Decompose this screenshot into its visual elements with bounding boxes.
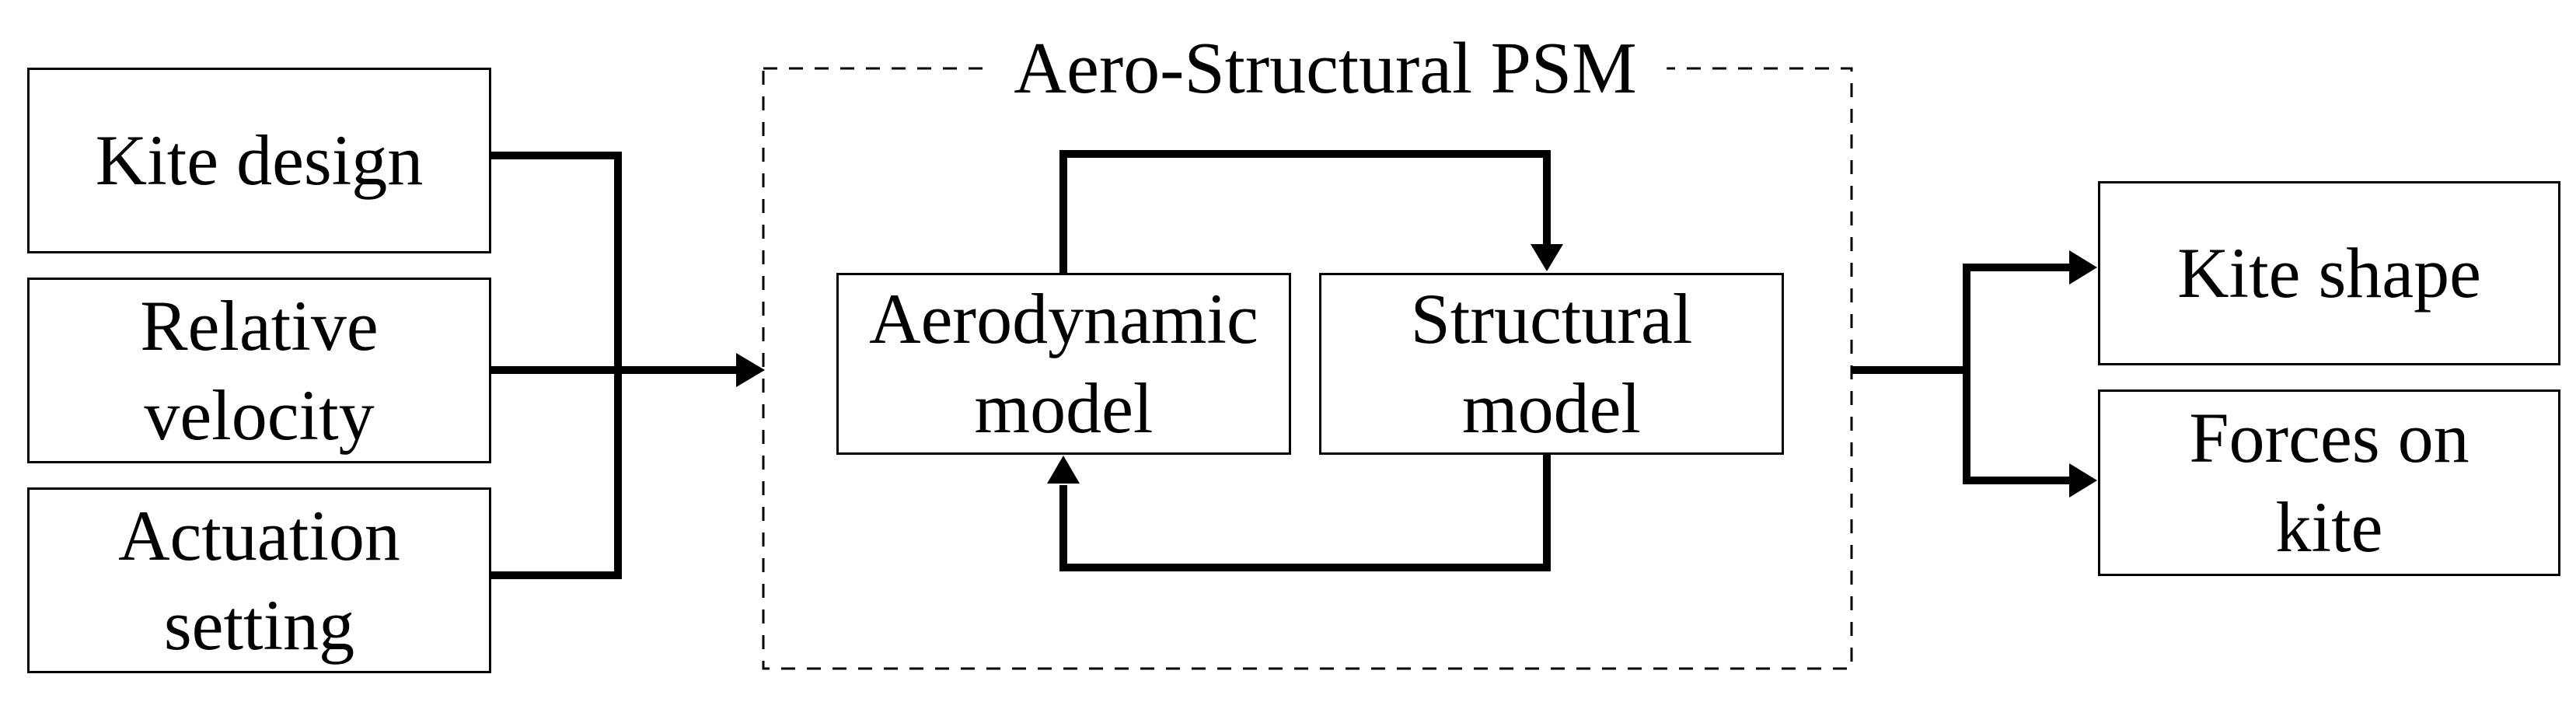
loop-bottom-arrowhead-icon <box>1047 456 1080 484</box>
input-arrowhead-icon <box>736 353 765 387</box>
psm-box-structural-model: Structural model <box>1319 273 1784 455</box>
output-box-forces-on-kite: Forces on kite <box>2098 389 2560 576</box>
input-merge-connector <box>491 152 622 579</box>
output-box-forces-on-kite-label: Forces on kite <box>2189 398 2470 567</box>
output-bottom-arrowhead-icon <box>2069 463 2097 498</box>
input-box-kite-design-label: Kite design <box>95 120 424 200</box>
psm-box-aerodynamic-model-label: Aerodynamic model <box>869 279 1258 448</box>
output-top-arrowhead-icon <box>2069 250 2097 285</box>
loop-bottom-connector <box>1059 455 1551 571</box>
output-box-kite-shape: Kite shape <box>2098 181 2560 365</box>
psm-box-aerodynamic-model: Aerodynamic model <box>836 273 1291 455</box>
input-box-actuation-setting: Actuation setting <box>27 487 491 673</box>
loop-top-arrowhead-icon <box>1531 244 1563 271</box>
input-box-actuation-setting-label: Actuation setting <box>118 495 400 665</box>
psm-title: Aero-Structural PSM <box>984 26 1667 110</box>
output-box-kite-shape-label: Kite shape <box>2177 233 2481 313</box>
loop-top-connector <box>1059 150 1551 273</box>
input-box-kite-design: Kite design <box>27 68 491 253</box>
input-box-relative-velocity-label: Relative velocity <box>140 285 379 455</box>
output-branch-connector <box>1852 264 2070 484</box>
input-box-relative-velocity: Relative velocity <box>27 278 491 463</box>
psm-box-structural-model-label: Structural model <box>1410 279 1693 448</box>
